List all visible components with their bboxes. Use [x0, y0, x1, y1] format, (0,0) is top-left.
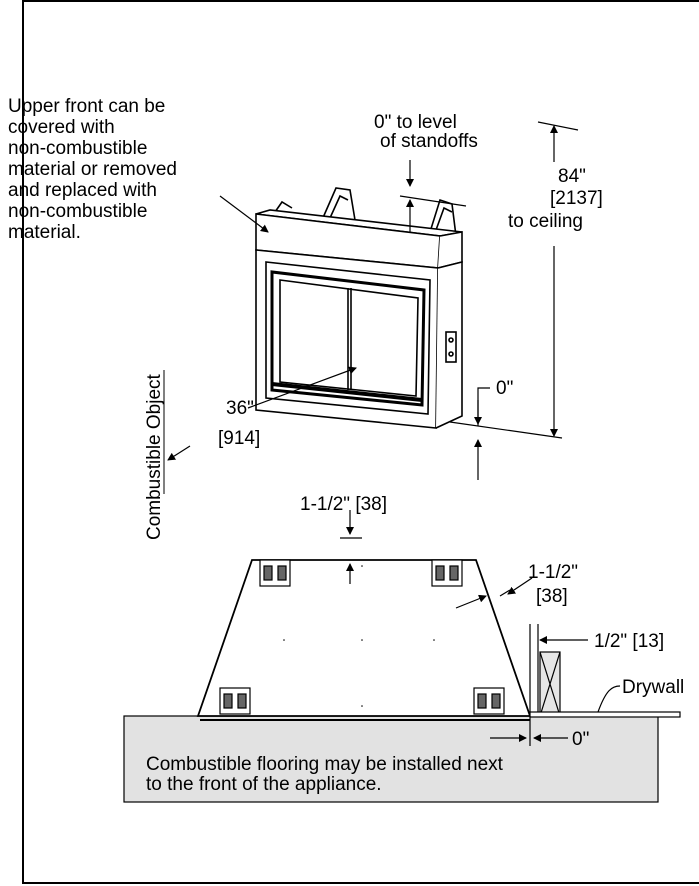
upper-front-line-6: non-combustible	[8, 201, 147, 222]
ceiling-line-1: 84"	[558, 166, 586, 187]
flooring-note-line-1: Combustible flooring may be installed ne…	[146, 754, 504, 775]
angle-clearance-line-2: [38]	[536, 586, 568, 607]
upper-front-note: Upper front can be covered with non-comb…	[8, 96, 177, 243]
standoff-arrows	[399, 160, 467, 232]
upper-front-leader	[219, 195, 269, 233]
ceiling-line-2: [2137]	[550, 188, 603, 209]
combustible-object-arrow	[167, 445, 191, 461]
drywall-label: Drywall	[622, 677, 684, 698]
upper-front-line-3: non-combustible	[8, 138, 147, 159]
upper-front-line-1: Upper front can be	[8, 96, 165, 117]
combustible-object-label-group: Combustible Object	[144, 370, 165, 540]
width-line-1: 36"	[226, 398, 254, 419]
upper-front-line-5: and replaced with	[8, 180, 157, 201]
flooring-note-line-2: to the front of the appliance.	[146, 774, 382, 795]
side-zero-arrows	[474, 387, 490, 480]
width-leader	[247, 366, 357, 409]
mount-brackets	[219, 559, 505, 715]
standoffs-label: 0" to level of standoffs	[374, 112, 478, 152]
fireplace-front-view	[255, 187, 463, 429]
plan-view	[123, 510, 681, 803]
half-inch-label: 1/2" [13]	[594, 631, 664, 652]
floor-zero-arrows	[490, 716, 568, 746]
upper-front-line-2: covered with	[8, 117, 115, 138]
flooring-note: Combustible flooring may be installed ne…	[146, 754, 504, 795]
ceiling-line-3: to ceiling	[508, 211, 583, 232]
upper-front-line-4: material or removed	[8, 159, 177, 180]
combustible-object-label: Combustible Object	[144, 373, 165, 540]
top-clearance-label: 1-1/2" [38]	[300, 494, 387, 515]
upper-front-line-7: material.	[8, 222, 81, 243]
width-label: 36" [914]	[218, 398, 260, 449]
standoffs-line-1: 0" to level	[374, 112, 457, 133]
ceiling-label: 84" [2137] to ceiling	[508, 166, 603, 232]
angle-clearance-line-1: 1-1/2"	[528, 562, 578, 583]
top-clearance-arrows	[340, 510, 362, 584]
ceiling-dimension	[449, 121, 579, 439]
angle-clearance-arrows	[455, 577, 533, 609]
standoffs-line-2: of standoffs	[380, 131, 478, 152]
floor-zero-label: 0"	[572, 729, 589, 750]
wall-stud	[529, 624, 681, 718]
width-line-2: [914]	[218, 428, 260, 449]
angle-clearance-label: 1-1/2" [38]	[528, 562, 578, 607]
side-zero-label: 0"	[496, 378, 513, 399]
diagram-border	[22, 0, 699, 884]
